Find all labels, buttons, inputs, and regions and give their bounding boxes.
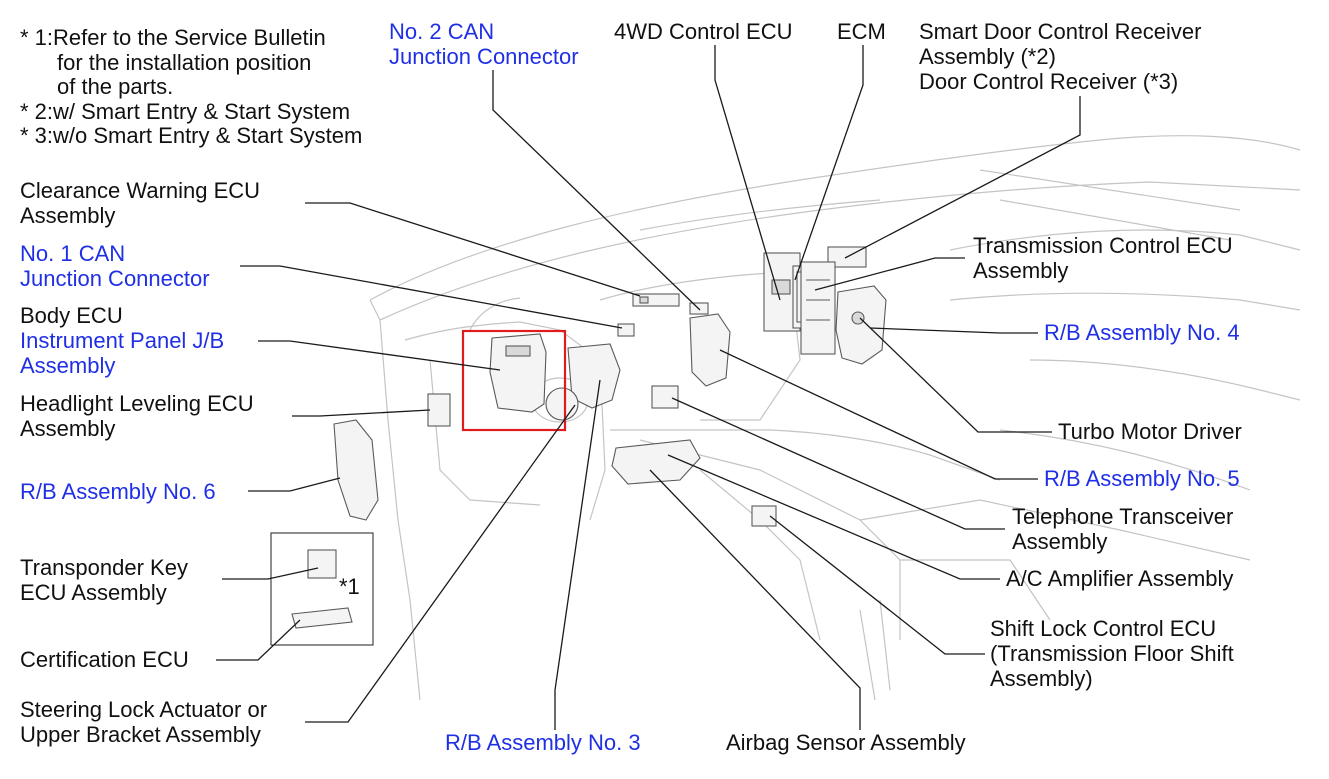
leader-smart-door <box>844 96 1081 259</box>
part-headlight-ecu <box>427 393 451 427</box>
label-clearance-warning-ecu: Clearance Warning ECU Assembly <box>20 178 261 228</box>
label-transponder-key-ecu: Transponder Key ECU Assembly <box>20 555 188 605</box>
leader-can2 <box>492 70 701 311</box>
leader-telephone <box>671 397 1005 530</box>
label-turbo-motor-driver: Turbo Motor Driver <box>1058 419 1242 444</box>
leader-clearance <box>305 202 641 297</box>
leader-lines <box>216 45 1081 730</box>
leader-turbo <box>859 317 1052 433</box>
label-rb-assembly-6[interactable]: R/B Assembly No. 6 <box>20 479 216 504</box>
label-can1-junction-connector[interactable]: No. 1 CAN Junction Connector <box>20 241 210 291</box>
part-rb6 <box>333 419 379 521</box>
leader-transponder <box>222 567 319 580</box>
note-1-cont-b: of the parts. <box>57 74 174 99</box>
label-ecm: ECM <box>837 19 886 44</box>
part-steering-lock <box>545 343 621 421</box>
label-body-ecu: Body ECU <box>20 303 123 328</box>
part-ipjb <box>489 333 547 413</box>
label-headlight-leveling-ecu: Headlight Leveling ECU Assembly <box>20 391 254 441</box>
leader-ipjb <box>258 340 501 371</box>
part-rb4 <box>835 285 887 365</box>
label-certification-ecu: Certification ECU <box>20 647 189 672</box>
leader-shift <box>769 515 985 655</box>
label-rb-assembly-3[interactable]: R/B Assembly No. 3 <box>445 730 641 755</box>
leader-certification <box>216 619 301 661</box>
label-4wd-control-ecu: 4WD Control ECU <box>614 19 793 44</box>
dashboard-outline <box>369 135 1301 701</box>
label-rb-assembly-5[interactable]: R/B Assembly No. 5 <box>1044 466 1240 491</box>
label-telephone-transceiver: Telephone Transceiver Assembly <box>1012 504 1234 554</box>
service-notes: * 1:Refer to the Service Bulletin for th… <box>20 25 363 149</box>
leader-tcm <box>814 257 965 291</box>
part-can1-connector <box>617 323 635 337</box>
inset-note: *1 <box>339 574 360 599</box>
label-airbag-sensor-assembly: Airbag Sensor Assembly <box>726 730 966 755</box>
label-shift-lock-control-ecu: Shift Lock Control ECU (Transmission Flo… <box>990 616 1234 691</box>
leader-can1 <box>240 265 623 329</box>
leader-4wd <box>714 45 781 301</box>
leader-headlight <box>292 409 431 417</box>
leader-steering <box>305 404 576 723</box>
note-1-cont-a: for the installation position <box>57 49 312 75</box>
label-ac-amplifier-assembly: A/C Amplifier Assembly <box>1006 566 1234 591</box>
label-smart-door-control-receiver: Smart Door Control Receiver Assembly (*2… <box>919 19 1202 94</box>
label-transmission-control-ecu: Transmission Control ECU Assembly <box>973 233 1233 283</box>
inset-box <box>270 532 374 646</box>
note-1: * 1:Refer to the Service Bulletin <box>20 25 326 50</box>
part-airbag-sensor <box>611 439 701 485</box>
part-telephone <box>651 385 679 409</box>
leader-ecm <box>794 45 864 281</box>
label-steering-lock-actuator: Steering Lock Actuator or Upper Bracket … <box>20 697 268 747</box>
label-rb-assembly-4[interactable]: R/B Assembly No. 4 <box>1044 320 1240 345</box>
note-2: * 2:w/ Smart Entry & Start System <box>20 98 351 124</box>
label-instrument-panel-jb[interactable]: Instrument Panel J/B Assembly <box>20 328 225 378</box>
leader-airbag <box>649 469 861 730</box>
part-shift-lock-ecu <box>751 505 777 527</box>
leader-ac <box>667 454 1000 580</box>
leader-rb4 <box>869 327 1038 334</box>
part-clearance-ecu <box>632 293 680 307</box>
highlight-box <box>461 329 567 432</box>
label-can2-junction-connector[interactable]: No. 2 CAN Junction Connector <box>389 19 579 69</box>
leader-rb5 <box>719 349 1038 480</box>
part-tcm <box>800 261 836 355</box>
leader-rb6 <box>248 477 341 492</box>
note-3: * 3:w/o Smart Entry & Start System <box>20 123 363 148</box>
part-turbo-driver <box>689 313 731 387</box>
leader-rb3 <box>554 379 601 730</box>
